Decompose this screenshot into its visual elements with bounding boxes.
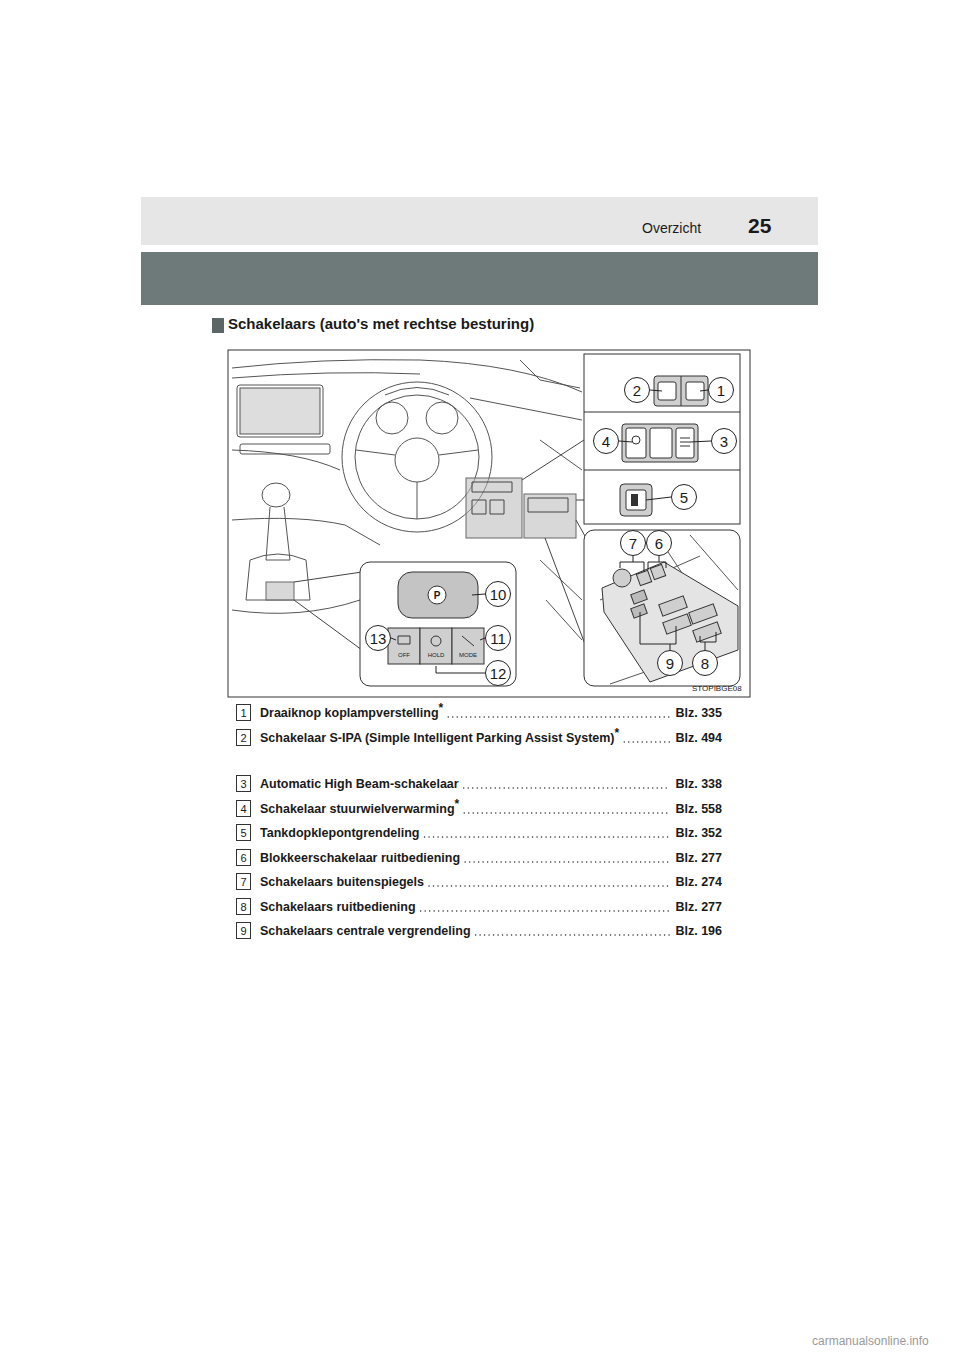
- page-reference: Blz. 338: [675, 775, 722, 793]
- list-number: 7: [236, 873, 251, 890]
- icon-text: HOLD: [428, 652, 445, 658]
- section-name: Overzicht: [642, 220, 701, 236]
- footnote-mark: *: [615, 726, 620, 740]
- page-reference: Blz. 274: [675, 873, 722, 891]
- list-number: 2: [236, 729, 251, 746]
- dot-leader: [476, 934, 671, 935]
- callout-number: 7: [620, 530, 646, 556]
- list-text: Blokkeerschakelaar ruitbediening: [260, 851, 460, 865]
- page-reference: Blz. 494: [675, 729, 722, 747]
- list-text: Schakelaars ruitbediening: [260, 900, 416, 914]
- list-entry: Schakelaar stuurwielverwarming*: [260, 800, 655, 818]
- list-text: Tankdopklepontgrendeling: [260, 826, 420, 840]
- list-number: 8: [236, 898, 251, 915]
- dot-leader: [425, 836, 671, 837]
- icon-text: P: [434, 590, 441, 601]
- list-entry: Schakelaars ruitbediening: [260, 898, 655, 916]
- dot-leader: [465, 861, 670, 862]
- callout-number: 6: [646, 530, 672, 556]
- list-text: Schakelaar S-IPA (Simple Intelligent Par…: [260, 731, 615, 745]
- list-entry: Schakelaar S-IPA (Simple Intelligent Par…: [260, 729, 655, 747]
- callout-number: 8: [692, 650, 718, 676]
- callout-number: 10: [485, 581, 511, 607]
- dot-leader: [421, 910, 671, 911]
- figure-code: STOPIBGE08: [692, 684, 742, 693]
- callout-number: 1: [708, 377, 734, 403]
- list-text: Draaiknop koplampverstelling: [260, 706, 439, 720]
- list-entry: Schakelaars buitenspiegels: [260, 873, 655, 891]
- dot-leader: [464, 812, 670, 813]
- header-band-dark: [141, 252, 818, 305]
- page-reference: Blz. 352: [675, 824, 722, 842]
- watermark: carmanualsonline.info: [812, 1334, 929, 1348]
- dot-leader: [448, 716, 670, 717]
- callout-number: 5: [671, 484, 697, 510]
- list-number: 5: [236, 824, 251, 841]
- callout-number: 12: [485, 660, 511, 686]
- page-reference: Blz. 277: [675, 849, 722, 867]
- callout-number: 13: [365, 625, 391, 651]
- page-number: 25: [748, 214, 771, 238]
- dot-leader: [624, 741, 670, 742]
- callout-number: 2: [624, 377, 650, 403]
- page-reference: Blz. 196: [675, 922, 722, 940]
- icon-text: MODE: [459, 652, 477, 658]
- dot-leader: [429, 885, 670, 886]
- callout-number: 9: [657, 650, 683, 676]
- list-entry: Blokkeerschakelaar ruitbediening: [260, 849, 655, 867]
- list-text: Schakelaars buitenspiegels: [260, 875, 424, 889]
- page-reference: Blz. 335: [675, 704, 722, 722]
- list-entry: Schakelaars centrale vergrendeling: [260, 922, 655, 940]
- list-entry: Tankdopklepontgrendeling: [260, 824, 655, 842]
- section-title: Schakelaars (auto's met rechtse besturin…: [228, 315, 534, 332]
- page-reference: Blz. 558: [675, 800, 722, 818]
- list-entry: Draaiknop koplampverstelling*: [260, 704, 655, 722]
- footnote-mark: *: [455, 797, 460, 811]
- header-band: [141, 197, 818, 245]
- callout-number: 3: [711, 428, 737, 454]
- list-text: Schakelaars centrale vergrendeling: [260, 924, 471, 938]
- list-number: 9: [236, 922, 251, 939]
- icon-text: OFF: [398, 652, 410, 658]
- page-reference: Blz. 277: [675, 898, 722, 916]
- dot-leader: [464, 787, 671, 788]
- list-number: 4: [236, 800, 251, 817]
- list-text: Schakelaar stuurwielverwarming: [260, 802, 455, 816]
- list-entry: Automatic High Beam-schakelaar: [260, 775, 655, 793]
- list-number: 3: [236, 775, 251, 792]
- footnote-mark: *: [439, 701, 444, 715]
- callout-number: 11: [485, 625, 511, 651]
- list-text: Automatic High Beam-schakelaar: [260, 777, 459, 791]
- callout-number: 4: [593, 428, 619, 454]
- list-number: 6: [236, 849, 251, 866]
- list-number: 1: [236, 704, 251, 721]
